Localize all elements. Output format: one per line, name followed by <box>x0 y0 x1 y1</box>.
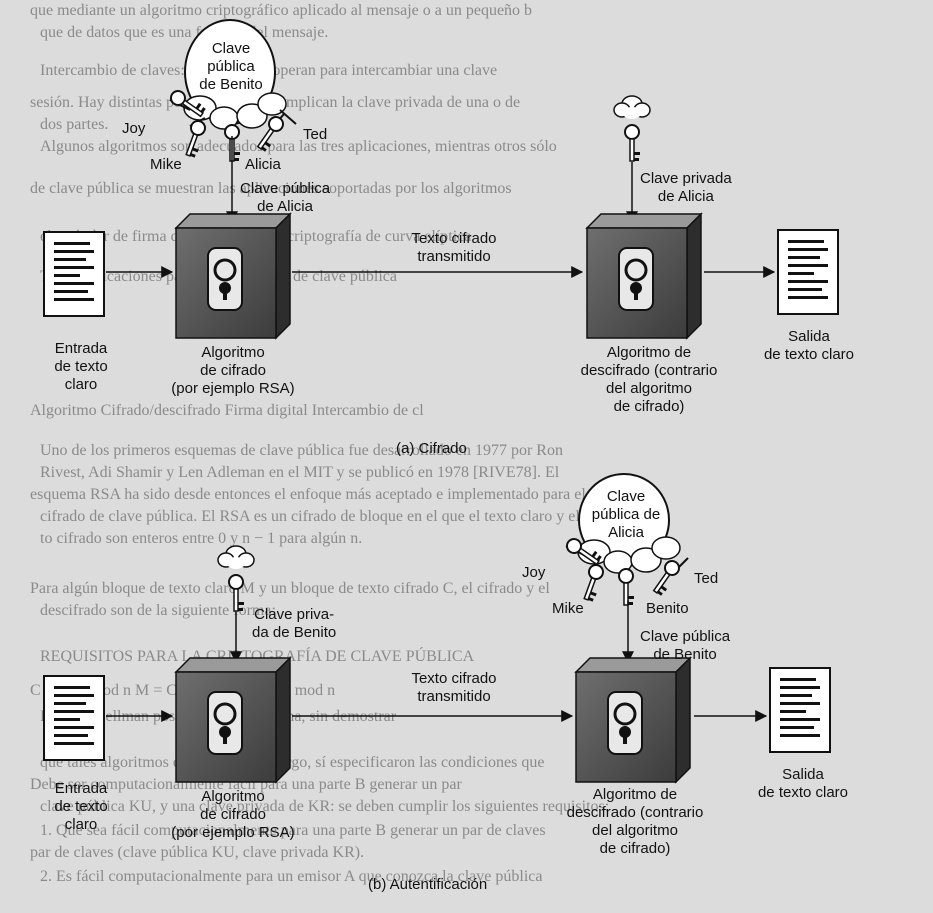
background-text-line: cifrado de clave pública. El RSA es un c… <box>40 508 609 525</box>
name-joy: Joy <box>522 564 546 581</box>
background-text-line: REQUISITOS PARA LA CRIPTOGRAFÍA DE CLAVE… <box>40 648 475 665</box>
keyring-icon <box>563 473 689 606</box>
plaintext-output-icon <box>769 667 831 753</box>
background-text-line: Debe ser computacionalmente fácil para u… <box>30 776 462 793</box>
name-ted: Ted <box>303 126 328 143</box>
background-text-line: que tales algoritmos existan. Sin embarg… <box>40 754 545 771</box>
background-text-line: que mediante un algoritmo criptográfico … <box>30 2 533 19</box>
decrypt-algorithm-icon <box>585 212 703 340</box>
background-text-line: dos partes. <box>40 116 109 133</box>
name-alicia: Alicia <box>245 156 281 173</box>
name-benito: Benito <box>646 600 689 617</box>
private-key-icon <box>217 545 255 612</box>
encrypt-algorithm-icon <box>174 656 292 784</box>
background-text-line: 2. Es fácil computacionalmente para un e… <box>40 868 543 885</box>
caption-b: (b) Autentificación <box>368 876 488 893</box>
panel-b <box>43 473 831 784</box>
decrypt-algorithm-icon <box>574 656 692 784</box>
private-key-icon <box>613 95 651 162</box>
plaintext-input-icon <box>43 675 105 761</box>
encrypt-algorithm-icon <box>174 212 292 340</box>
name-mike: Mike <box>150 156 182 173</box>
background-text-line: Para algún bloque de texto claro M y un … <box>30 580 550 597</box>
panel-a <box>43 19 839 340</box>
background-text-line: clave pública KU, y una clave privada de… <box>40 798 610 815</box>
name-mike: Mike <box>552 600 584 617</box>
background-text-line: de clave pública se muestran las aplicac… <box>30 180 512 197</box>
background-text-line: par de claves (clave pública KU, clave p… <box>30 844 365 861</box>
background-text-line: 1. Que sea fácil computacionalmente para… <box>40 822 546 839</box>
background-text-line: Algoritmo Cifrado/descifrado Firma digit… <box>30 402 424 419</box>
name-joy: Joy <box>122 120 146 137</box>
background-text-line: to cifrado son enteros entre 0 y n − 1 p… <box>40 530 363 547</box>
name-ted: Ted <box>694 570 719 587</box>
private-key-label: Clave priva-da de Benito <box>252 606 337 641</box>
caption-a: (a) Cifrado <box>396 440 467 457</box>
background-text-line: esquema RSA ha sido desde entonces el en… <box>30 486 586 503</box>
keyring-icon <box>167 19 297 162</box>
background-text-line: Uno de los primeros esquemas de clave pú… <box>40 442 563 459</box>
plaintext-output-icon <box>777 229 839 315</box>
background-text-line: Algunos algoritmos son adecuados para la… <box>40 138 557 155</box>
background-text-line: Rivest, Adi Shamir y Len Adleman en el M… <box>40 464 560 481</box>
plaintext-input-icon <box>43 231 105 317</box>
background-text-line: descifrado son de la siguiente forma: <box>40 602 276 619</box>
